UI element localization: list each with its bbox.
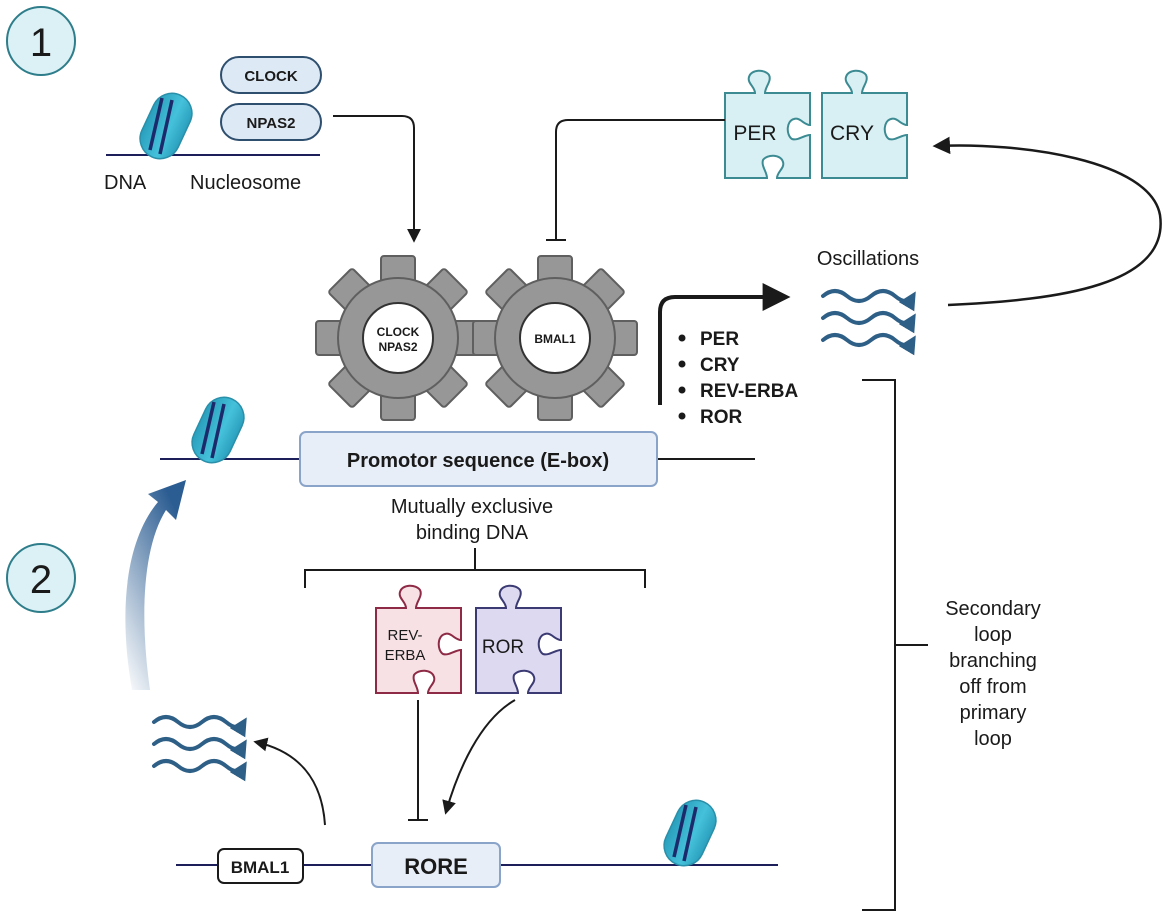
gear-label-bmal1: BMAL1 [534, 332, 576, 346]
step-2-label: 2 [30, 558, 52, 602]
target-gene-cry: CRY [700, 355, 740, 376]
cry-piece-label: CRY [830, 122, 874, 145]
transcription-arrow [658, 283, 791, 405]
bmal1-gene-box [217, 848, 304, 884]
blue-return-arrow [125, 480, 186, 690]
npas2-pill-label: NPAS2 [247, 115, 296, 132]
rev-erba-inhibition [408, 700, 428, 821]
bmal1-gene-label: BMAL1 [231, 858, 290, 877]
step-2-circle [6, 543, 76, 613]
clock-pill-label: CLOCK [244, 68, 297, 85]
nucleosome-label: Nucleosome [190, 172, 301, 194]
rore-box [371, 842, 501, 888]
target-gene-ror: ROR [700, 407, 743, 428]
promoter-box [299, 431, 658, 487]
top-nucleosome-icon [131, 84, 201, 168]
feedback-arc-arrow [932, 136, 1162, 307]
target-gene-per: PER [700, 329, 739, 350]
secondary-loop-text: Secondary loop branching off from primar… [945, 598, 1041, 750]
ror-piece-label: ROR [482, 637, 524, 658]
exclusive-label-line1: Mutually exclusive [391, 496, 553, 518]
rev-erba-label-line1: REV- [387, 627, 422, 644]
bmal1-to-waves-arrow [253, 737, 326, 826]
secondary-line2: loop [974, 624, 1012, 646]
secondary-line5: primary [960, 702, 1027, 724]
per-cry-inhibition [546, 119, 725, 241]
rev-erba-label-line2: ERBA [385, 647, 426, 664]
npas2-pill [220, 103, 322, 141]
target-gene-list: PER CRY REV-ERBA ROR [678, 329, 798, 428]
per-piece-label: PER [733, 122, 776, 145]
secondary-loop-bracket [862, 379, 928, 911]
rore-label: RORE [404, 854, 468, 879]
secondary-line1: Secondary [945, 598, 1041, 620]
step-1-label: 1 [30, 21, 52, 65]
dna-label: DNA [104, 172, 147, 194]
secondary-line3: branching [949, 650, 1037, 672]
clock-npas2-gear-hub [362, 302, 434, 374]
secondary-line4: off from [959, 676, 1026, 698]
exclusive-bracket [304, 548, 646, 588]
gear-label-npas2: NPAS2 [378, 340, 417, 354]
middle-nucleosome-icon [183, 388, 253, 472]
oscillation-waves-top [823, 291, 913, 345]
bmal1-gear-hub [519, 302, 591, 374]
step-1-circle [6, 6, 76, 76]
oscillation-waves-bottom [154, 717, 244, 771]
clock-pill [220, 56, 322, 94]
gear-label-clock: CLOCK [377, 325, 420, 339]
oscillations-label: Oscillations [817, 248, 919, 270]
pills-to-gears-arrow [333, 115, 421, 243]
promoter-label: Promotor sequence (E-box) [347, 450, 609, 472]
bottom-nucleosome-icon [655, 791, 725, 875]
secondary-line6: loop [974, 728, 1012, 750]
exclusive-label-line2: binding DNA [416, 522, 529, 544]
target-gene-rev-erba: REV-ERBA [700, 381, 798, 402]
ror-activation-arrow [442, 699, 516, 815]
